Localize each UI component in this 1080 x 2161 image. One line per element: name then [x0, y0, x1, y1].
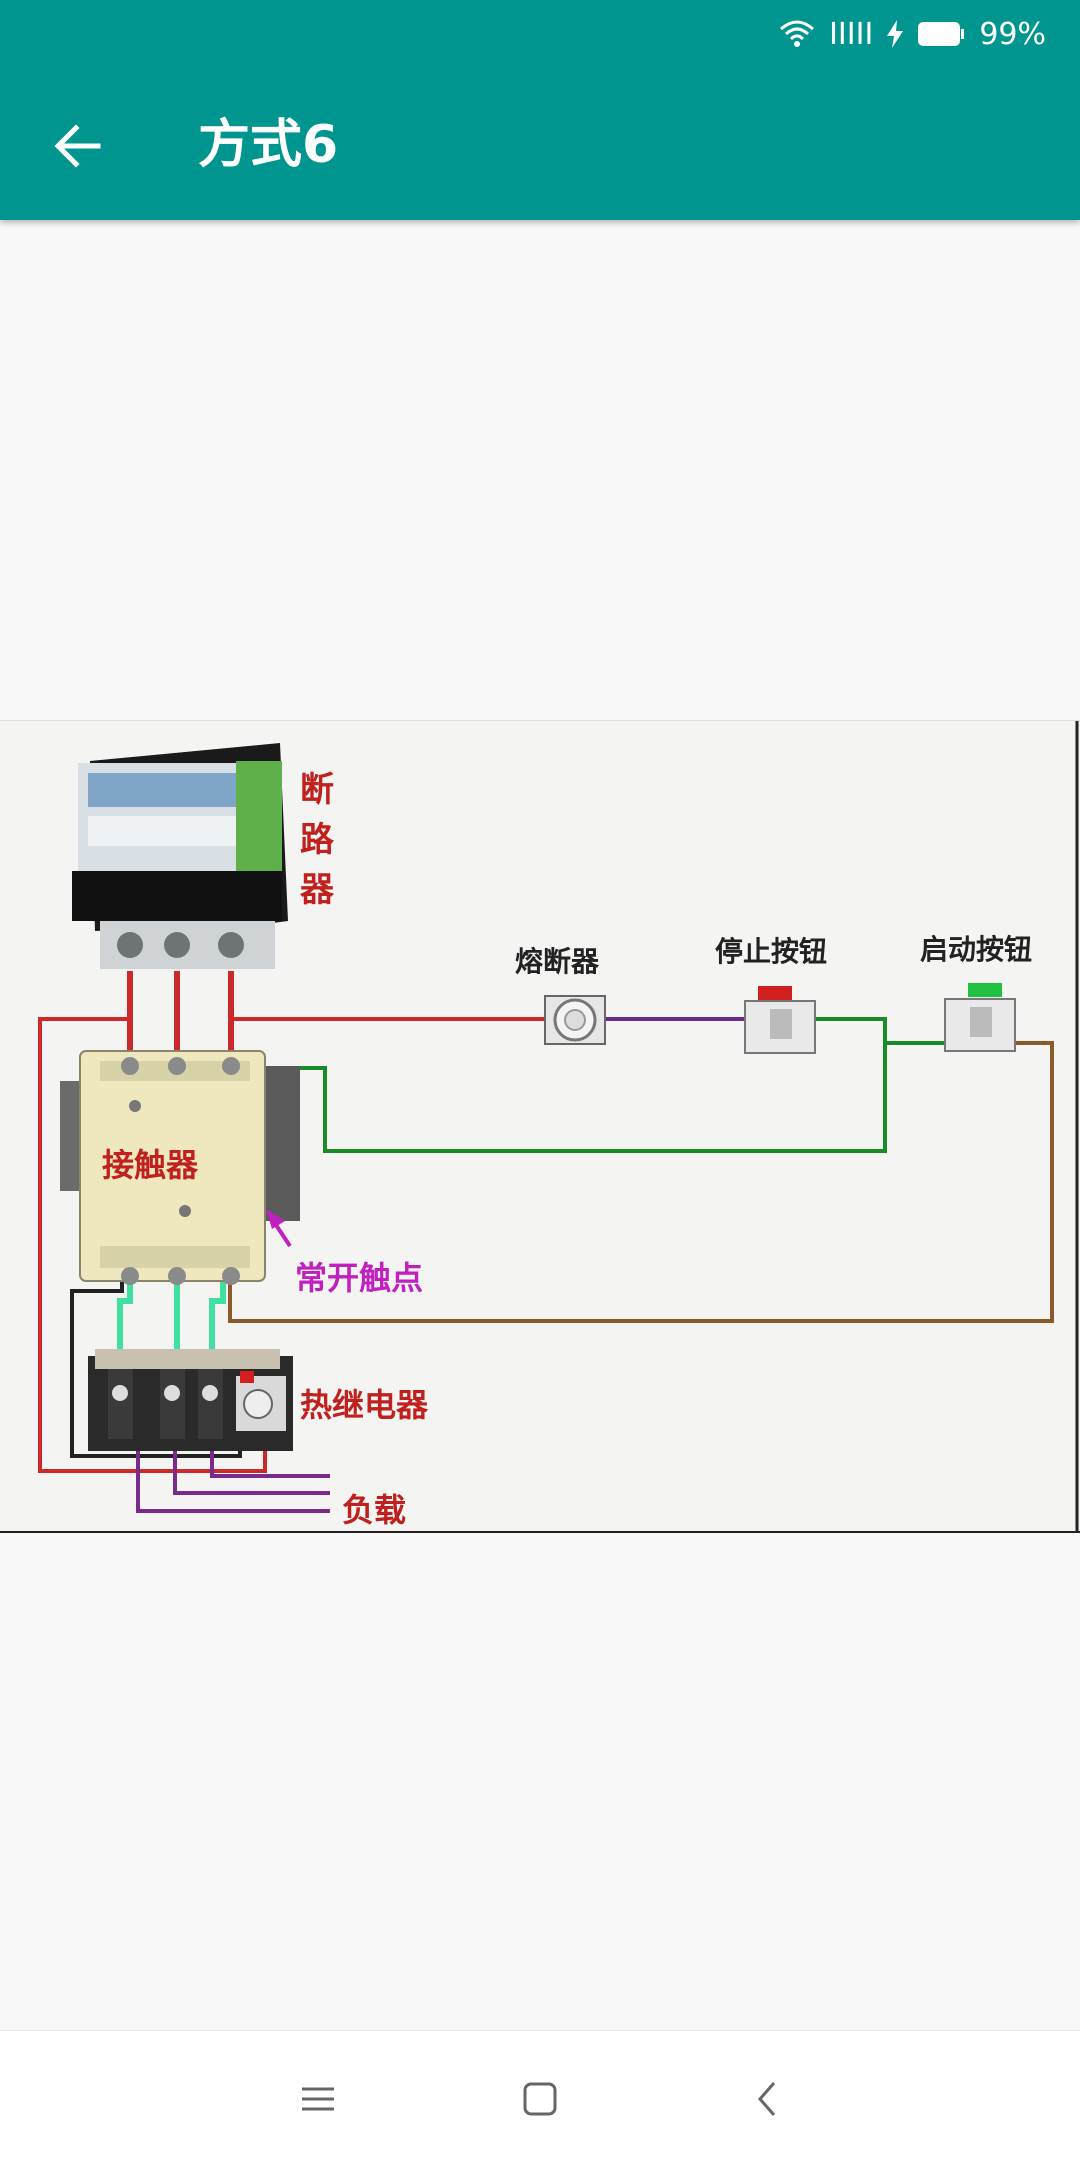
- breaker-label-2: 路: [300, 820, 335, 860]
- nav-back-button[interactable]: [738, 2069, 798, 2129]
- contactor-label: 接触器: [102, 1146, 199, 1184]
- wiring-diagram: 断 路 器 熔断器 停止按钮 启动按钮: [38, 721, 1079, 1531]
- stop-button-component: [744, 986, 816, 1054]
- wiring-diagram-image: 断 路 器 熔断器 停止按钮 启动按钮: [0, 720, 1080, 1533]
- load-label: 负载: [342, 1491, 406, 1529]
- system-nav-bar: [0, 2030, 1080, 2161]
- menu-icon: [302, 2087, 334, 2111]
- fuse-component: [544, 995, 606, 1045]
- fuse-label: 熔断器: [515, 945, 600, 978]
- thermal-relay-component: [88, 1349, 293, 1451]
- wifi-icon: [780, 20, 815, 47]
- app-bar: IIIII 99% 方式6: [0, 0, 1080, 220]
- home-button[interactable]: [510, 2069, 570, 2129]
- contactor-component: [60, 1050, 300, 1285]
- home-icon: [523, 2082, 557, 2116]
- battery-icon: [918, 22, 965, 46]
- status-bar: IIIII 99%: [779, 14, 1046, 54]
- battery-percent: 99%: [979, 16, 1046, 52]
- back-icon: [758, 2082, 776, 2116]
- thermal-relay-label: 热继电器: [300, 1386, 429, 1424]
- content-area: 断 路 器 熔断器 停止按钮 启动按钮: [0, 220, 1080, 2030]
- signal-indicator: IIIII: [829, 16, 874, 52]
- start-button-label: 启动按钮: [920, 933, 1032, 966]
- circuit-breaker: [72, 743, 288, 969]
- breaker-label-1: 断: [300, 770, 334, 810]
- charging-icon: [887, 20, 904, 48]
- breaker-label-3: 器: [300, 870, 335, 910]
- normally-open-label: 常开触点: [295, 1259, 423, 1297]
- start-button-component: [944, 983, 1016, 1052]
- stop-button-label: 停止按钮: [715, 935, 827, 968]
- back-button[interactable]: [50, 118, 106, 174]
- arrow-left-icon: [54, 124, 101, 168]
- menu-button[interactable]: [288, 2069, 348, 2129]
- page-title: 方式6: [198, 115, 339, 175]
